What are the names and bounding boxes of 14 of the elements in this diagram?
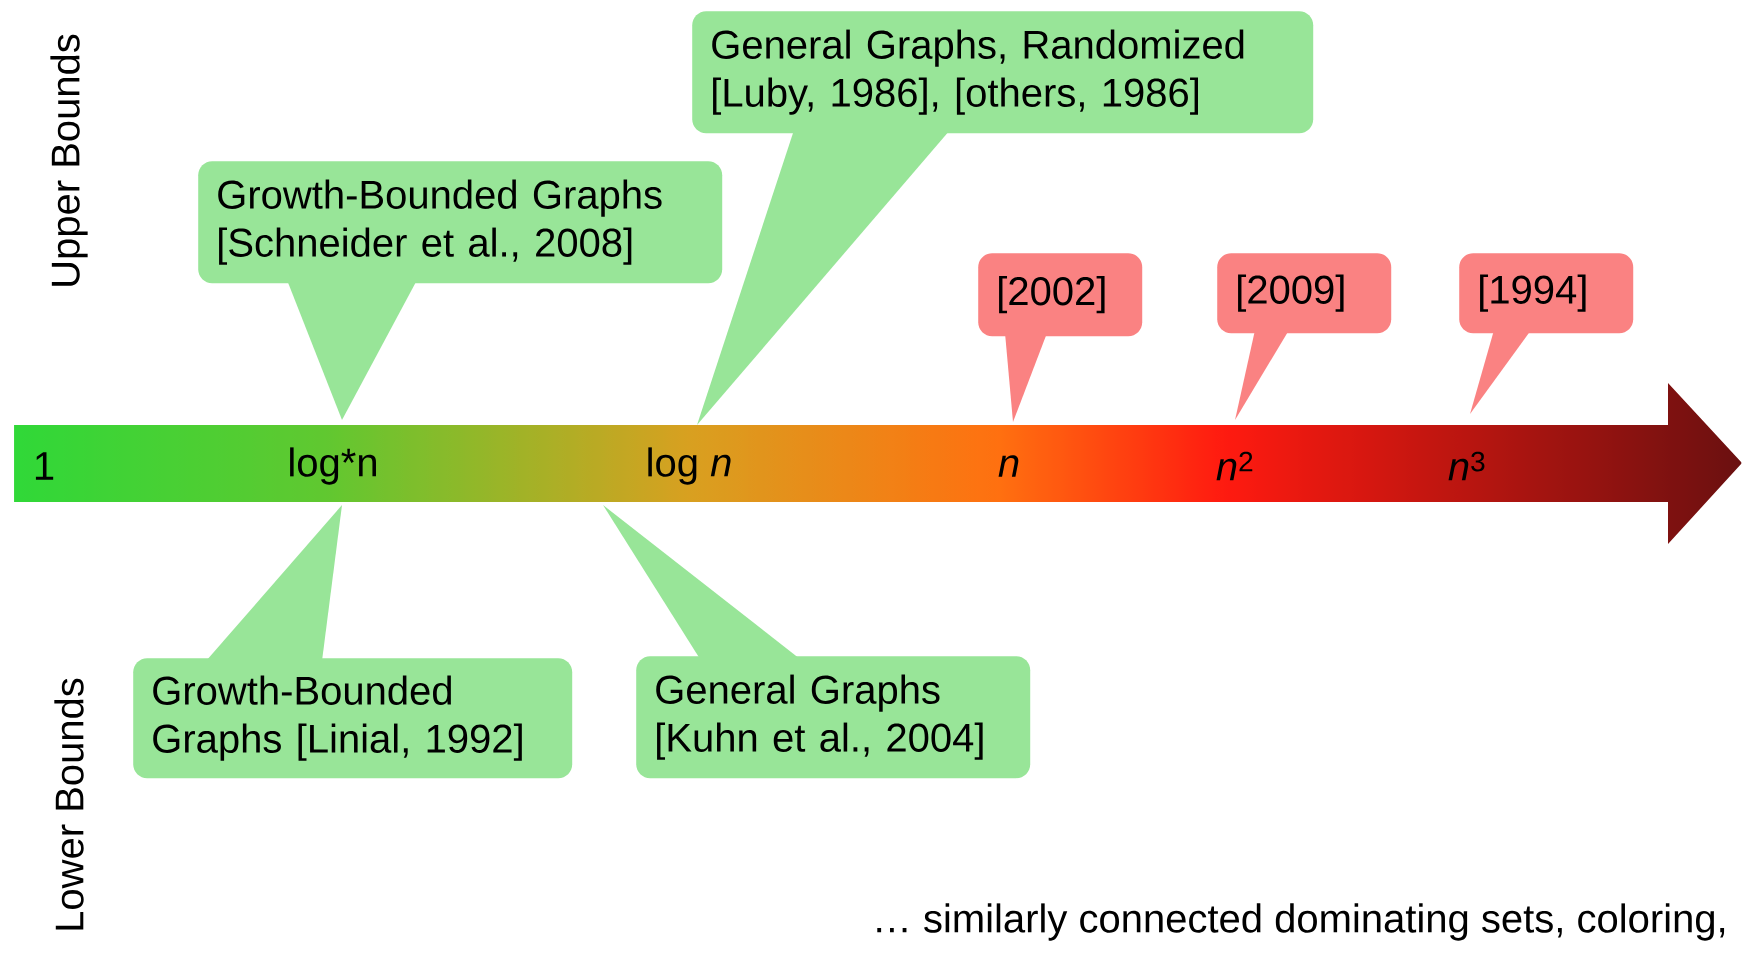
axis-title: Lower Bounds (54, 678, 84, 930)
tick-label: log*n (290, 447, 376, 485)
callout-bubble: [2009] (1217, 253, 1392, 420)
axis-title: Upper Bounds (50, 34, 88, 286)
tick-label: 1 (35, 452, 54, 480)
callout-bubble: General Graphs [Kuhn et al., 2004] (603, 505, 1031, 779)
tick-label: n$^{3}$ (1448, 451, 1485, 481)
tick-label: n (998, 455, 1019, 477)
callout-bubble: [1994] (1459, 253, 1634, 414)
tick-label: log n (648, 447, 731, 485)
footnote-text: … similarly connected dominating sets, coloring, (877, 903, 1725, 941)
callout-bubble: Growth-Bounded Graphs [Linial, 1992] (133, 505, 573, 779)
callout-bubble: Growth-Bounded Graphs [Schneider et al., 2008] (198, 161, 723, 420)
tick-label: n$^{2}$ (1216, 451, 1253, 481)
